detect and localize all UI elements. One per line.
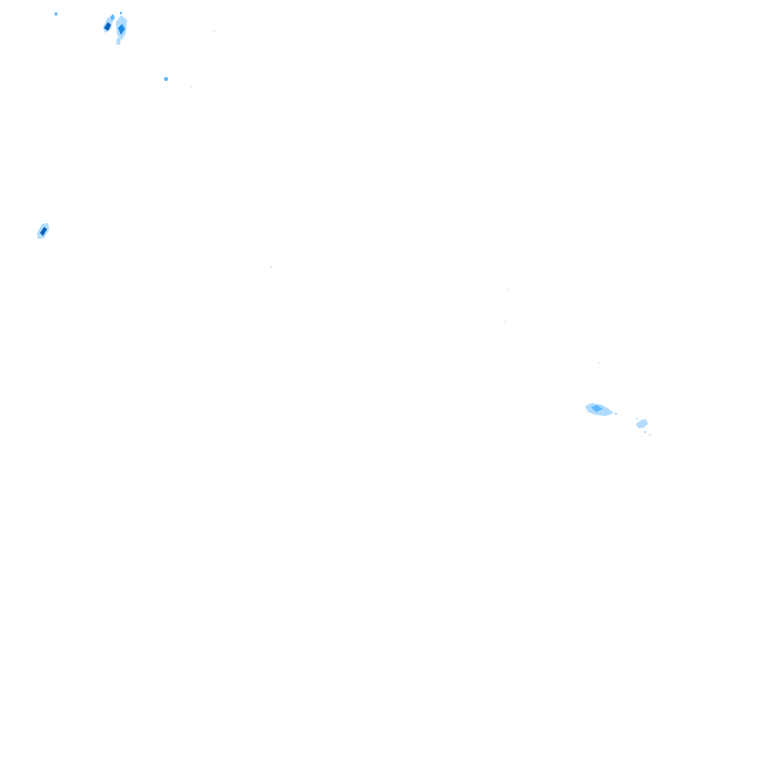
echo-speck <box>614 412 618 416</box>
echo-speck <box>190 86 192 88</box>
echo-speck <box>164 77 168 81</box>
echo-speck <box>54 12 58 16</box>
echo-speck <box>636 418 638 420</box>
echo-speck <box>213 30 215 32</box>
echo-cell-core <box>40 227 47 236</box>
echo-speck <box>598 362 600 364</box>
echo-speck <box>507 289 509 291</box>
echo-cell <box>110 14 115 21</box>
echo-speck <box>643 430 647 434</box>
echo-speck <box>504 321 506 323</box>
echo-speck <box>119 11 123 15</box>
echo-cell-core <box>591 405 603 412</box>
echo-speck <box>649 434 651 436</box>
echo-cell-core <box>118 24 125 35</box>
echo-cell-core <box>104 22 111 31</box>
clutter-specks <box>270 266 600 364</box>
echo-cluster-north <box>54 11 215 45</box>
echo-dot-small <box>164 77 192 88</box>
echo-west <box>37 223 49 239</box>
echo-cell <box>116 37 121 45</box>
echo-cell <box>636 419 648 428</box>
echo-speck <box>270 266 272 268</box>
echo-cluster-east <box>585 403 651 436</box>
